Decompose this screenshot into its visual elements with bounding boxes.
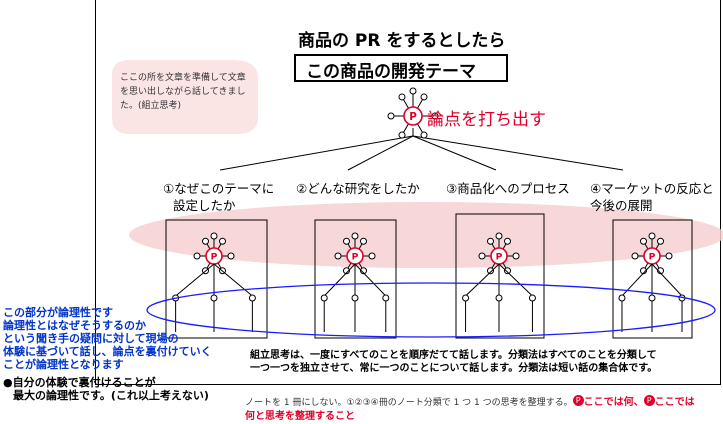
topic-box-2: P	[314, 219, 397, 339]
footer-small-text: ノートを 1 冊にしない。①②③④冊のノート分類で 1 つ 1 つの思考を整理す…	[245, 398, 573, 408]
logic-line-1: この部分が論理性です	[3, 306, 113, 319]
logic-line-3: という聞き手の疑問に対して現場の	[3, 332, 179, 345]
page-title: 商品の PR をするとしたら	[298, 31, 506, 51]
bullet-note: ●自分の体験で裏付けることが 最大の論理性です。(これ以上考えない)	[3, 376, 243, 402]
main-p-node: P	[387, 87, 439, 139]
box-legs-3	[462, 263, 536, 332]
logic-explanation: この部分が論理性です 論理性とはなぜそうするのか という聞き手の疑問に対して現場…	[3, 306, 253, 371]
topic-4: ④マーケットの反応と 今後の展開	[590, 180, 723, 214]
diagram-frame	[95, 0, 721, 385]
p-badge-icon: P	[572, 395, 584, 406]
footer-note: ノートを 1 冊にしない。①②③④冊のノート分類で 1 つ 1 つの思考を整理す…	[245, 390, 723, 424]
main-p-star: P	[387, 87, 439, 139]
subtitle-box: この商品の開発テーマ	[294, 54, 508, 82]
main-tree-lines	[219, 128, 624, 171]
method-line-1: 組立思考は、一度にすべてのことを順序だてて話します。分類法はすべてのことを分類し…	[250, 350, 657, 361]
logic-line-4: 体験に基づいて話し、論点を裏付けていく	[3, 345, 212, 358]
topic-4-line1: ④マーケットの反応と	[590, 181, 714, 196]
p-node-label: P	[649, 251, 656, 262]
box-p-star-2: P	[334, 232, 376, 275]
footer-red-line2: 何と思考を整理すること	[245, 411, 355, 422]
p-node-label: P	[496, 251, 503, 262]
topic-box-4: P	[612, 219, 693, 339]
p-node-circle	[403, 106, 423, 126]
topic-3-line1: ③商品化へのプロセス	[446, 181, 570, 196]
method-line-2: 一つ一つを独立させて、常に一つのことについて話します。分類法は短い話の集合体です…	[250, 363, 658, 374]
p-node-label: P	[409, 111, 417, 123]
topic-2-line1: ②どんな研究をしたか	[296, 181, 420, 196]
bullet-line-1: ●自分の体験で裏付けることが	[3, 376, 156, 389]
topic-4-line2: 今後の展開	[590, 198, 653, 213]
topic-box-3: P	[455, 213, 545, 339]
box-p-star-1: P	[193, 232, 235, 275]
topic-1-line2: 設定したか	[173, 198, 236, 213]
topic-1-line1: ①なぜこのテーマに	[163, 181, 275, 196]
box-legs-2	[320, 263, 390, 332]
footer-red-b: ここでは	[654, 397, 695, 408]
topic-2: ②どんな研究をしたか	[296, 180, 436, 197]
note-bubble	[112, 60, 258, 134]
footer-red-a: ここでは何、	[583, 397, 644, 408]
box-p-star-4: P	[631, 232, 673, 275]
logic-line-2: 論理性とはなぜそうするのか	[3, 319, 146, 332]
p-node-label: P	[211, 251, 218, 262]
bullet-line-2: 最大の論理性です。(これ以上考えない)	[13, 389, 209, 402]
p-node-label: P	[352, 251, 359, 262]
method-explanation: 組立思考は、一度にすべてのことを順序だてて話します。分類法はすべてのことを分類し…	[250, 349, 720, 375]
topic-1: ①なぜこのテーマに 設定したか	[163, 180, 293, 214]
box-legs-4	[618, 263, 686, 332]
topic-3: ③商品化へのプロセス	[446, 180, 586, 197]
pink-highlight-ellipse	[129, 202, 723, 268]
p-badge-icon-2: P	[643, 395, 655, 406]
main-callout: 論点を打ち出す	[427, 110, 546, 130]
blue-logic-ellipse	[146, 282, 716, 338]
logic-line-5: ことが論理性となります	[3, 358, 124, 371]
note-text: ここの所を文章を準備して文章を思い出しながら話してきました。(組立思考)	[120, 73, 246, 111]
box-p-star-3: P	[478, 232, 520, 275]
